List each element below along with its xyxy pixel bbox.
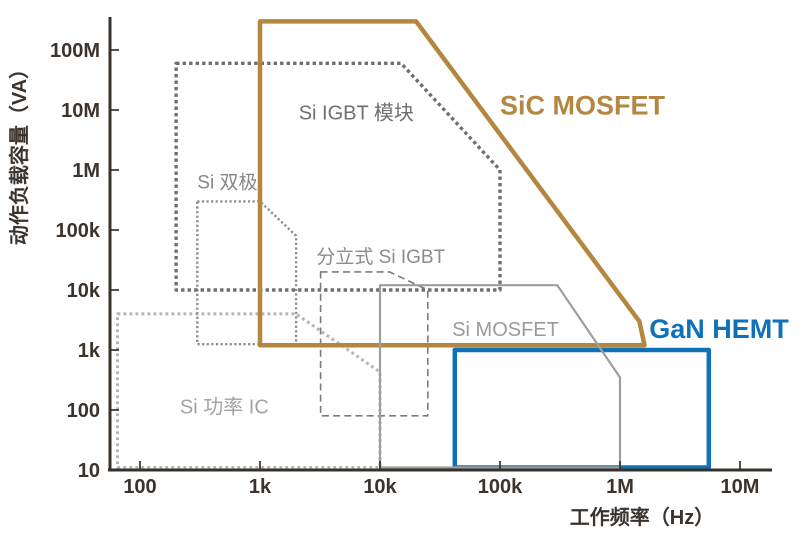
region-si_bipolar xyxy=(196,200,298,346)
y-tick-label-10: 10 xyxy=(78,460,100,482)
x-tick-label-1k: 1k xyxy=(249,476,272,498)
region-sic_mosfet xyxy=(257,19,647,348)
x-tick-label-10k: 10k xyxy=(363,476,397,498)
region-label-si_mosfet: Si MOSFET xyxy=(452,319,559,341)
y-tick-label-10M: 10M xyxy=(61,100,100,122)
region-si_mosfet xyxy=(378,284,622,469)
y-tick-label-1M: 1M xyxy=(72,160,100,182)
x-tick-label-10M: 10M xyxy=(721,476,760,498)
region-si_igbt_module xyxy=(174,61,502,292)
axes-layer: 100 1k 10k 100k 1M 10M 100M 10M 1M 100k 10k 1k 100 10… xyxy=(7,17,772,529)
regions-layer xyxy=(116,19,712,470)
region-discrete_si_igbt xyxy=(319,271,429,417)
region-gan_hemt xyxy=(452,347,712,470)
x-tick-label-100k: 100k xyxy=(478,476,523,498)
y-tick-label-100M: 100M xyxy=(50,40,100,62)
region-label-si_power_ic: Si 功率 IC xyxy=(180,395,269,418)
y-tick-label-10k: 10k xyxy=(67,280,101,302)
region-label-discrete_si_igbt: 分立式 Si IGBT xyxy=(316,246,445,268)
x-axis-title: 工作频率（Hz） xyxy=(570,505,714,529)
x-tick-label-1M: 1M xyxy=(606,476,634,498)
region-label-sic_mosfet: SiC MOSFET xyxy=(500,91,666,121)
x-tick-label-100: 100 xyxy=(123,476,156,498)
y-tick-label-1k: 1k xyxy=(78,340,101,362)
y-tick-label-100: 100 xyxy=(67,400,100,422)
region-label-si_bipolar: Si 双极 xyxy=(197,171,257,193)
y-tick-label-100k: 100k xyxy=(56,220,101,242)
region-label-gan_hemt: GaN HEMT xyxy=(649,314,789,344)
region-label-si_igbt_module: Si IGBT 模块 xyxy=(299,101,414,124)
y-axis-title: 动作负载容量（VA） xyxy=(7,59,31,245)
